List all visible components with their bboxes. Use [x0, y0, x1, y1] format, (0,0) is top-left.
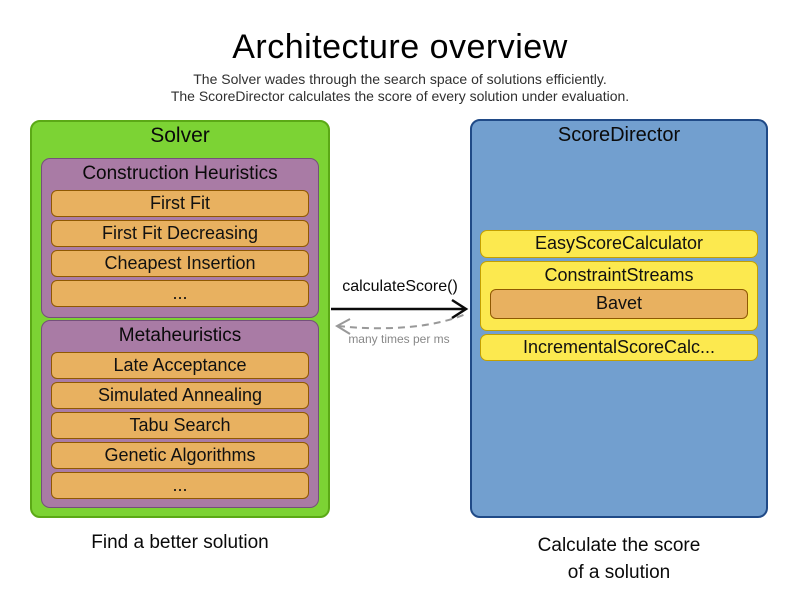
metaheuristic-item: Genetic Algorithms [51, 442, 309, 469]
score-director-box: ScoreDirector EasyScoreCalculator Constr… [470, 119, 768, 518]
return-dashed-arrow [334, 312, 469, 335]
construction-heuristics-items: First Fit First Fit Decreasing Cheapest … [42, 189, 318, 307]
score-director-caption-line-2: of a solution [567, 562, 671, 583]
page-title: Architecture overview [232, 28, 568, 66]
solver-box: Solver Construction Heuristics First Fit… [30, 120, 330, 518]
metaheuristics-items: Late Acceptance Simulated Annealing Tabu… [42, 351, 318, 499]
metaheuristics-group: Metaheuristics Late Acceptance Simulated… [41, 320, 319, 508]
score-director-caption-line-1: Calculate the score [537, 535, 701, 556]
metaheuristic-item: Simulated Annealing [51, 382, 309, 409]
metaheuristic-item-ellipsis: ... [51, 472, 309, 499]
metaheuristic-item: Late Acceptance [51, 352, 309, 379]
construction-heuristics-title: Construction Heuristics [82, 163, 278, 184]
heuristic-item: Cheapest Insertion [51, 250, 309, 277]
calculate-score-label: calculateScore() [342, 278, 458, 295]
incremental-score-calculator-box: IncrementalScoreCalc... [480, 334, 758, 361]
calculate-score-arrow [331, 298, 469, 320]
subtitle-line-2: The ScoreDirector calculates the score o… [170, 88, 630, 104]
score-director-title: ScoreDirector [557, 124, 681, 146]
solver-caption: Find a better solution [91, 532, 269, 553]
metaheuristics-title: Metaheuristics [118, 325, 242, 346]
easy-score-calculator-box: EasyScoreCalculator [480, 230, 758, 258]
heuristic-item-ellipsis: ... [51, 280, 309, 307]
solver-box-title: Solver [150, 124, 210, 147]
bavet-box: Bavet [490, 289, 748, 319]
constraint-streams-box: ConstraintStreams Bavet [480, 261, 758, 331]
heuristic-item: First Fit Decreasing [51, 220, 309, 247]
score-director-caption: Calculate the score of a solution [470, 532, 768, 586]
many-times-label: many times per ms [348, 332, 449, 346]
construction-heuristics-group: Construction Heuristics First Fit First … [41, 158, 319, 318]
constraint-streams-label: ConstraintStreams [544, 265, 694, 285]
metaheuristic-item: Tabu Search [51, 412, 309, 439]
heuristic-item: First Fit [51, 190, 309, 217]
subtitle-line-1: The Solver wades through the search spac… [193, 71, 607, 87]
